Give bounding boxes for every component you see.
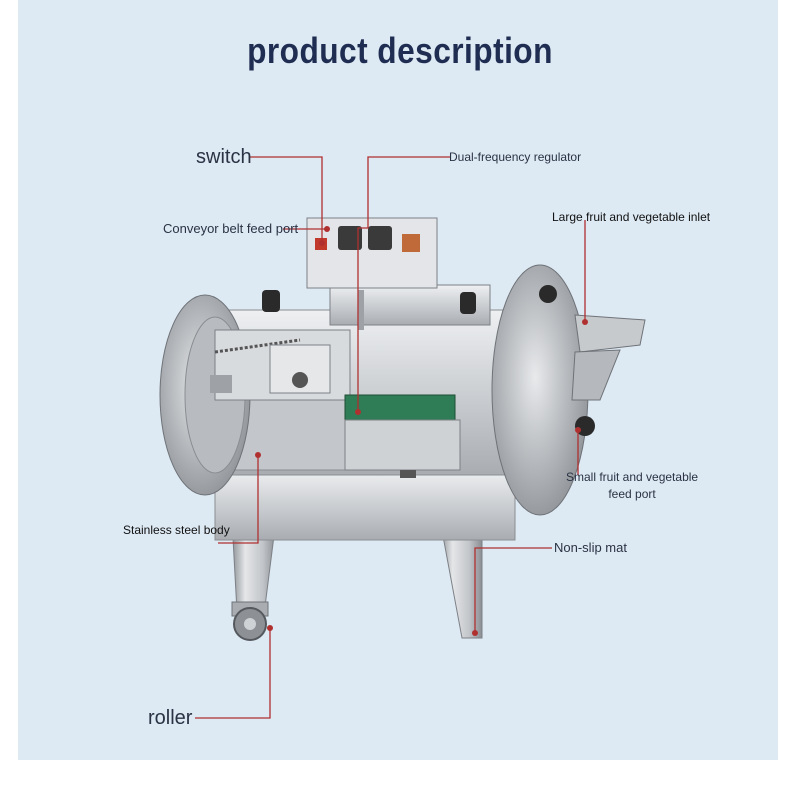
label-non-slip-mat: Non-slip mat	[554, 540, 627, 555]
label-roller: roller	[148, 707, 193, 729]
regulator-knob-left	[338, 226, 362, 250]
label-switch: switch	[196, 146, 252, 168]
switch-leader	[250, 156, 323, 243]
conveyor-belt	[344, 394, 456, 421]
label-stainless-body: Stainless steel body	[123, 523, 230, 537]
label-small-feed-port: Small fruit and vegetable feed port	[566, 469, 698, 503]
label-conveyor-belt-feed-port: Conveyor belt feed port	[163, 221, 299, 236]
label-dual-frequency-regulator: Dual-frequency regulator	[449, 150, 582, 164]
large-inlet-chute	[574, 314, 646, 353]
regulator-knob-right	[368, 226, 392, 250]
label-small-feed-port-line2: feed port	[608, 487, 656, 501]
label-large-inlet: Large fruit and vegetable inlet	[552, 210, 711, 224]
dual-regulator-leader	[357, 156, 450, 412]
mat-leader	[474, 547, 552, 633]
drum-knob-icon	[539, 285, 557, 303]
leader-lines	[195, 156, 586, 719]
roller-leader	[195, 628, 271, 719]
body-leader	[218, 455, 259, 544]
lower-frame	[214, 469, 516, 541]
page-title: product description	[247, 30, 553, 71]
label-small-feed-port-line1: Small fruit and vegetable	[566, 470, 699, 484]
